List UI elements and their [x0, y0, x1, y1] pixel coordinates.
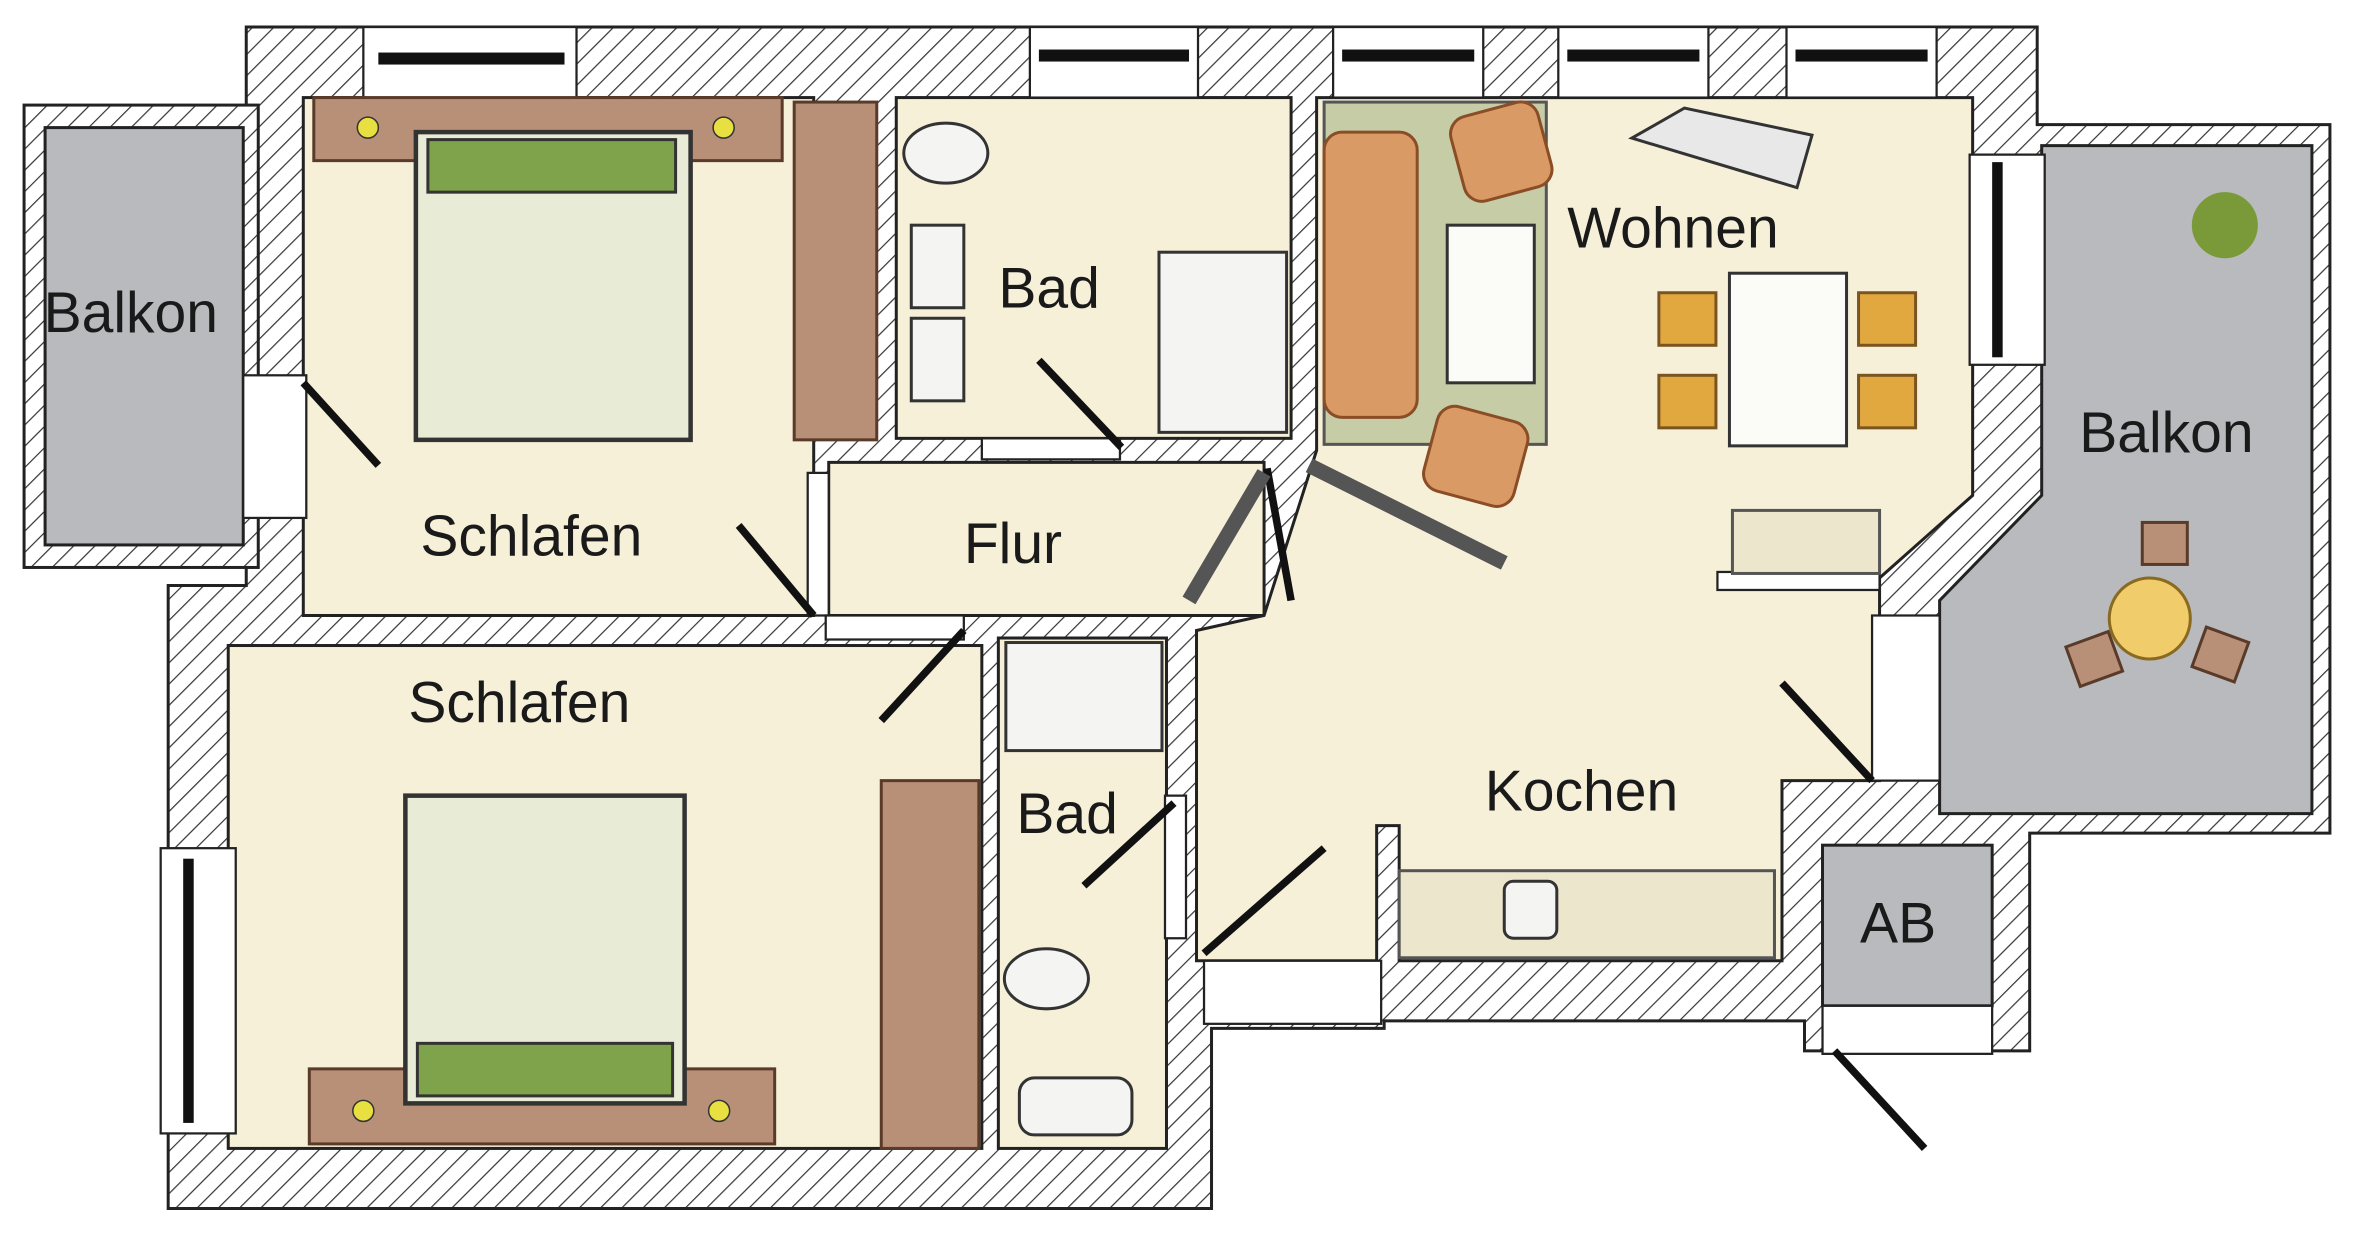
sink-bottom — [1017, 1076, 1134, 1137]
kitchen-sink — [1502, 879, 1559, 940]
windows — [159, 25, 2046, 1135]
furniture — [307, 96, 2258, 1150]
window-right — [1968, 153, 2046, 366]
room-ab — [1821, 843, 1994, 1008]
room-labels: Balkon Schlafen Bad Flur Wohnen Balkon S… — [44, 197, 2254, 956]
piano — [1628, 106, 1814, 190]
sideboard — [1730, 508, 1882, 575]
window-top-3 — [1331, 25, 1485, 99]
sink-top-2 — [909, 316, 966, 403]
dining-table — [1727, 271, 1849, 448]
label-balkon-right: Balkon — [2079, 401, 2253, 465]
label-kochen: Kochen — [1485, 760, 1678, 824]
window-top-1 — [362, 25, 578, 99]
window-top-5 — [1785, 25, 1938, 99]
coffee-table — [1445, 223, 1536, 385]
wardrobe-bottom — [879, 779, 981, 1150]
window-top-2 — [1028, 25, 1200, 99]
toilet-bottom — [1002, 947, 1090, 1011]
label-balkon-left: Balkon — [44, 281, 218, 345]
window-top-4 — [1557, 25, 1710, 99]
armchair-1 — [1449, 100, 1554, 203]
shower-bottom — [1004, 641, 1164, 753]
label-bad-top: Bad — [998, 257, 1099, 321]
shower-top — [1157, 250, 1289, 434]
kitchen-counter — [1397, 869, 1776, 960]
wardrobe-top — [792, 100, 879, 442]
toilet-top — [902, 121, 990, 185]
doors — [300, 357, 1928, 1151]
room-balkon-left — [43, 126, 245, 547]
window-left-bottom — [159, 847, 237, 1135]
sofa — [1322, 130, 1419, 419]
label-schlafen-bottom: Schlafen — [408, 671, 630, 735]
label-schlafen-top: Schlafen — [420, 504, 642, 568]
label-ab: AB — [1860, 892, 1936, 956]
plant — [2191, 192, 2258, 259]
label-wohnen: Wohnen — [1567, 197, 1778, 261]
sink-top-1 — [909, 223, 966, 310]
label-bad-bottom: Bad — [1016, 782, 1117, 846]
armchair-2 — [1422, 404, 1530, 508]
label-flur: Flur — [964, 512, 1062, 576]
balcony-table — [2107, 576, 2192, 661]
